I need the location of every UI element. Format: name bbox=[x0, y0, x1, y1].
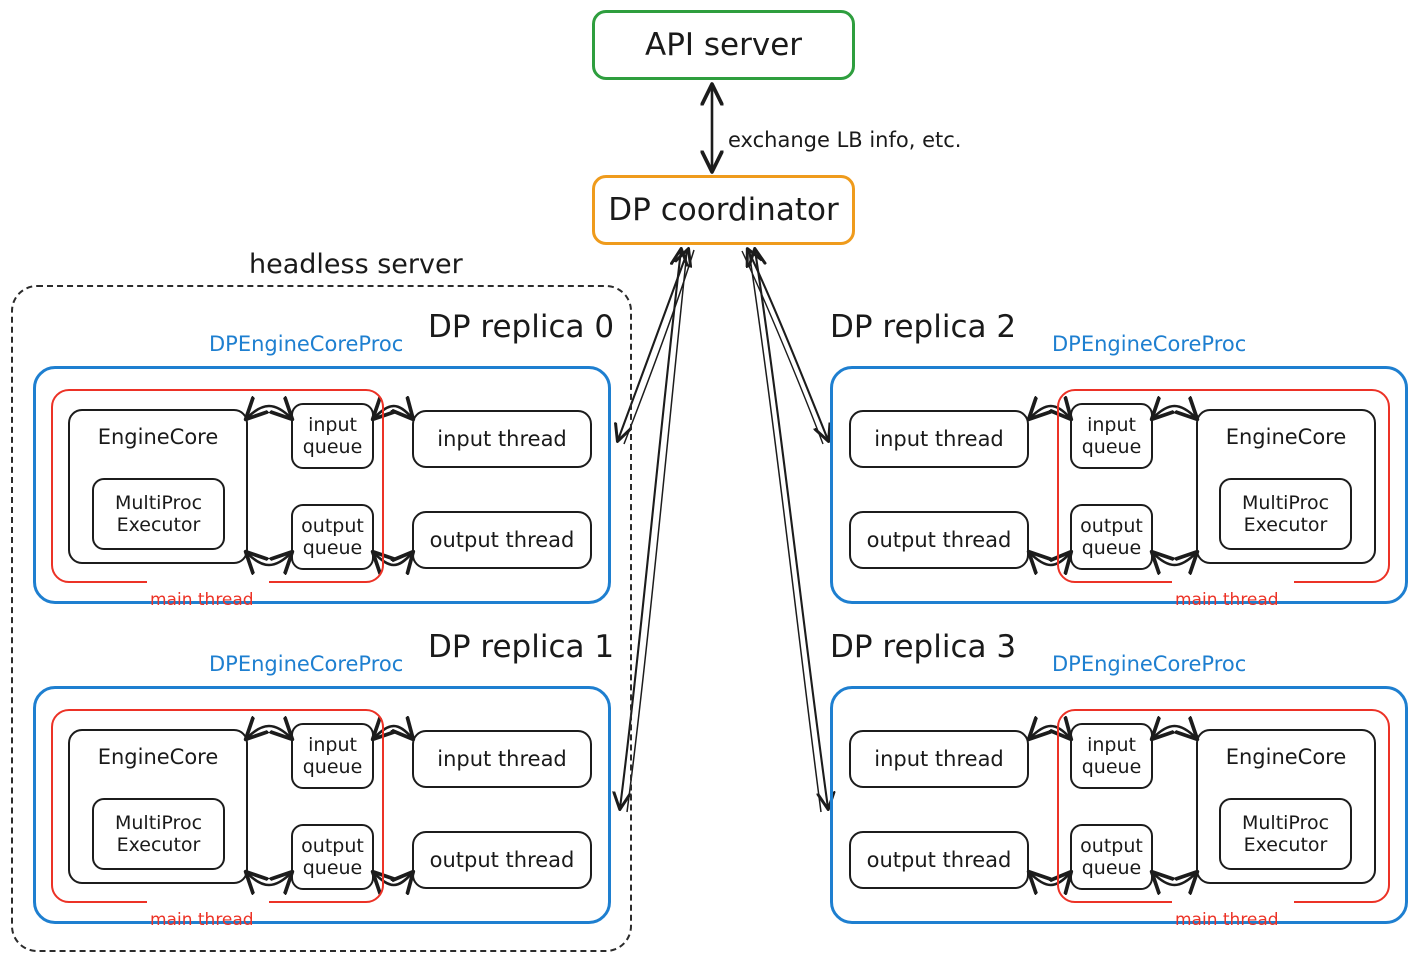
arrow-coordinator-replica-3 bbox=[749, 250, 828, 813]
dp-replica-0-input-thread-box[interactable]: input thread bbox=[412, 410, 592, 468]
dp-replica-1-output-queue-line2: queue bbox=[302, 857, 363, 879]
headless-server-label: headless server bbox=[249, 249, 463, 280]
dp-replica-3-process-box[interactable] bbox=[830, 686, 1408, 924]
dp-replica-1-thread-caption-mask bbox=[147, 897, 269, 909]
dp-coordinator-box[interactable]: DP coordinator bbox=[592, 175, 855, 245]
dp-replica-1-engine-core-label: EngineCore bbox=[97, 745, 219, 769]
dp-replica-2-multiproc-executor-box[interactable]: MultiProc Executor bbox=[1219, 478, 1352, 550]
dp-replica-3-engine-core-label: EngineCore bbox=[1225, 745, 1347, 769]
dp-replica-1-input-thread-label: input thread bbox=[437, 746, 567, 771]
dp-replica-2-input-thread-box[interactable]: input thread bbox=[849, 410, 1029, 468]
dp-replica-3-output-queue-box[interactable]: output queue bbox=[1070, 824, 1153, 890]
dp-replica-2-main-thread-label: main thread bbox=[1175, 590, 1279, 610]
dp-replica-2-engine-core-label: EngineCore bbox=[1225, 425, 1347, 449]
dp-replica-3-title: DP replica 3 bbox=[830, 629, 1017, 665]
dp-replica-2-thread-caption-mask bbox=[1172, 577, 1294, 589]
dp-replica-2-output-thread-label: output thread bbox=[866, 527, 1012, 552]
exchange-info-label: exchange LB info, etc. bbox=[728, 128, 962, 152]
dp-replica-1-multiproc-executor-box[interactable]: MultiProc Executor bbox=[92, 798, 225, 870]
dp-replica-3-output-queue-line2: queue bbox=[1081, 857, 1142, 879]
dp-replica-1-output-thread-label: output thread bbox=[429, 847, 575, 872]
dp-replica-0-output-queue-line1: output bbox=[301, 514, 364, 537]
headless-server-boundary bbox=[11, 285, 632, 952]
dp-replica-3-input-queue-line2: queue bbox=[1081, 756, 1142, 778]
dp-replica-1-output-thread-box[interactable]: output thread bbox=[412, 831, 592, 889]
dp-replica-1-process-box[interactable] bbox=[33, 686, 611, 924]
dp-replica-0-input-queue-line2: queue bbox=[302, 436, 363, 458]
dp-replica-1-engine-core-box[interactable]: EngineCore bbox=[68, 729, 248, 884]
dp-replica-2-output-thread-box[interactable]: output thread bbox=[849, 511, 1029, 569]
dp-replica-1-mpe-line2: Executor bbox=[116, 834, 201, 856]
dp-replica-1-output-queue-box[interactable]: output queue bbox=[291, 824, 374, 890]
dp-replica-0-output-thread-box[interactable]: output thread bbox=[412, 511, 592, 569]
dp-replica-3-mpe-line2: Executor bbox=[1243, 834, 1328, 856]
dp-replica-3-output-queue-line1: output bbox=[1080, 834, 1143, 857]
dp-replica-2-input-queue-box[interactable]: input queue bbox=[1070, 403, 1153, 469]
dp-replica-0-mpe-line2: Executor bbox=[116, 514, 201, 536]
dp-replica-1-input-queue-line1: input bbox=[308, 733, 357, 756]
dp-replica-3-input-queue-box[interactable]: input queue bbox=[1070, 723, 1153, 789]
arrow-coordinator-replica-2 bbox=[741, 250, 828, 445]
api-server-box[interactable]: API server bbox=[592, 10, 855, 80]
dp-replica-0-input-queue-line1: input bbox=[308, 413, 357, 436]
dp-replica-3-mpe-line1: MultiProc bbox=[1241, 811, 1330, 834]
dp-replica-0-output-queue-line2: queue bbox=[302, 537, 363, 559]
dp-replica-0-input-thread-label: input thread bbox=[437, 426, 567, 451]
dp-replica-1-input-queue-line2: queue bbox=[302, 756, 363, 778]
dp-replica-0-input-queue-box[interactable]: input queue bbox=[291, 403, 374, 469]
dp-replica-0-process-label: DPEngineCoreProc bbox=[209, 332, 404, 356]
dp-replica-2-output-queue-line2: queue bbox=[1081, 537, 1142, 559]
dp-replica-2-output-queue-box[interactable]: output queue bbox=[1070, 504, 1153, 570]
dp-replica-2-process-label: DPEngineCoreProc bbox=[1052, 332, 1247, 356]
dp-replica-1-process-label: DPEngineCoreProc bbox=[209, 652, 404, 676]
dp-replica-0-output-thread-label: output thread bbox=[429, 527, 575, 552]
dp-replica-1-mpe-line1: MultiProc bbox=[114, 811, 203, 834]
api-server-label: API server bbox=[644, 26, 803, 63]
dp-replica-2-mpe-line2: Executor bbox=[1243, 514, 1328, 536]
dp-replica-2-mpe-line1: MultiProc bbox=[1241, 491, 1330, 514]
dp-replica-3-thread-caption-mask bbox=[1172, 897, 1294, 909]
dp-replica-3-output-thread-box[interactable]: output thread bbox=[849, 831, 1029, 889]
dp-replica-1-output-queue-line1: output bbox=[301, 834, 364, 857]
dp-replica-2-output-queue-line1: output bbox=[1080, 514, 1143, 537]
dp-replica-0-multiproc-executor-box[interactable]: MultiProc Executor bbox=[92, 478, 225, 550]
dp-replica-2-input-queue-line1: input bbox=[1087, 413, 1136, 436]
dp-coordinator-label: DP coordinator bbox=[608, 191, 839, 228]
dp-replica-2-process-box[interactable] bbox=[830, 366, 1408, 604]
dp-replica-3-multiproc-executor-box[interactable]: MultiProc Executor bbox=[1219, 798, 1352, 870]
dp-replica-2-input-queue-line2: queue bbox=[1081, 436, 1142, 458]
dp-replica-2-title: DP replica 2 bbox=[830, 309, 1017, 345]
dp-replica-1-title: DP replica 1 bbox=[428, 629, 615, 665]
dp-replica-0-engine-core-box[interactable]: EngineCore bbox=[68, 409, 248, 564]
dp-replica-1-input-thread-box[interactable]: input thread bbox=[412, 730, 592, 788]
dp-replica-0-title: DP replica 0 bbox=[428, 309, 615, 345]
dp-replica-0-mpe-line1: MultiProc bbox=[114, 491, 203, 514]
dp-replica-0-thread-caption-mask bbox=[147, 577, 269, 589]
dp-replica-3-main-thread-label: main thread bbox=[1175, 910, 1279, 930]
dp-replica-2-engine-core-box[interactable]: EngineCore bbox=[1196, 409, 1376, 564]
dp-replica-0-process-box[interactable] bbox=[33, 366, 611, 604]
dp-replica-3-process-label: DPEngineCoreProc bbox=[1052, 652, 1247, 676]
dp-replica-3-input-queue-line1: input bbox=[1087, 733, 1136, 756]
dp-replica-0-engine-core-label: EngineCore bbox=[97, 425, 219, 449]
dp-replica-3-engine-core-box[interactable]: EngineCore bbox=[1196, 729, 1376, 884]
dp-replica-0-main-thread-label: main thread bbox=[150, 590, 254, 610]
dp-replica-1-main-thread-label: main thread bbox=[150, 910, 254, 930]
dp-replica-3-input-thread-label: input thread bbox=[874, 746, 1004, 771]
dp-replica-0-output-queue-box[interactable]: output queue bbox=[291, 504, 374, 570]
dp-replica-3-input-thread-box[interactable]: input thread bbox=[849, 730, 1029, 788]
dp-replica-2-input-thread-label: input thread bbox=[874, 426, 1004, 451]
dp-replica-1-input-queue-box[interactable]: input queue bbox=[291, 723, 374, 789]
dp-replica-3-output-thread-label: output thread bbox=[866, 847, 1012, 872]
